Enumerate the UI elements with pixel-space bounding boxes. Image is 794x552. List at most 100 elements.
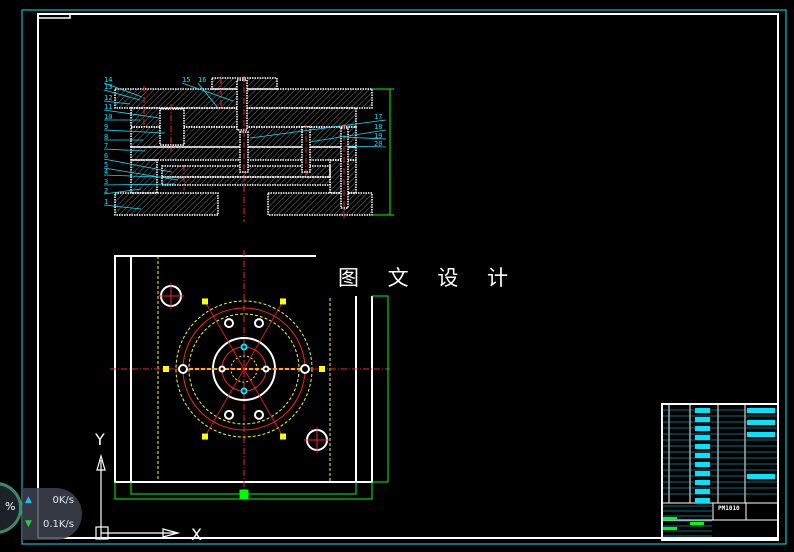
bolt-circle-axis: [243, 368, 282, 435]
leader-line: [181, 82, 234, 102]
title-block-text-mark: [695, 408, 710, 413]
title-block-text-mark: [695, 453, 710, 458]
part-label-16: 16: [198, 76, 206, 84]
bottom-clamp-left: [114, 192, 219, 216]
part-label-7: 7: [104, 142, 108, 150]
screw-hole: [224, 318, 234, 329]
download-row: ▼ 0.1K/s: [22, 514, 82, 538]
upload-speed: 0K/s: [52, 495, 75, 506]
ejector-hole: [240, 343, 248, 351]
title-block-text-mark: [695, 480, 710, 485]
title-block-text-mark: [695, 417, 710, 422]
bolt-circle-axis: [243, 303, 282, 370]
part-label-20: 20: [374, 140, 382, 148]
title-block-text-mark: [747, 420, 775, 425]
part-label-8: 8: [104, 133, 108, 141]
network-speed-widget[interactable]: ▲ 0K/s ▼ 0.1K/s: [22, 488, 82, 540]
part-label-2: 2: [104, 187, 108, 195]
title-block-fill: [663, 517, 677, 520]
ejector-hole: [262, 365, 270, 373]
title-block-text-mark: [695, 462, 710, 467]
screw-hole: [224, 409, 234, 420]
leader-line: [342, 136, 387, 140]
leader-line: [103, 188, 142, 195]
part-label-19: 19: [374, 132, 382, 140]
outer-frame: [21, 9, 787, 545]
part-label-12: 12: [104, 94, 112, 102]
part-label-10: 10: [104, 113, 112, 121]
leader-line: [103, 109, 161, 119]
title-block-code: PM1010: [718, 505, 740, 512]
leader-line: [344, 145, 387, 148]
arrow-down-icon: ▼: [25, 519, 32, 529]
title-block: [661, 403, 779, 541]
hole-label-mark: [280, 298, 286, 305]
part-label-11: 11: [104, 103, 112, 111]
part-label-15: 15: [182, 76, 190, 84]
leader-line: [103, 89, 141, 101]
hole-label-mark: [280, 433, 286, 440]
ejector-hole: [240, 387, 248, 395]
ucs-x-label: X: [191, 525, 202, 544]
border-tab: [38, 14, 71, 19]
ejector-plate: [161, 176, 331, 186]
part-label-9: 9: [104, 123, 108, 131]
watermark: 图 文 设 计: [338, 266, 520, 290]
section-centerlines: [143, 76, 345, 222]
leader-line: [103, 100, 131, 105]
gauge-percent: %: [5, 500, 16, 513]
title-block-text-mark: [695, 435, 710, 440]
leader-line: [103, 148, 146, 152]
ucs-icon: Y X: [94, 430, 202, 544]
leader-line: [249, 119, 387, 139]
leader-line: [103, 158, 173, 173]
screw-hole: [178, 364, 188, 374]
screw-hole: [254, 318, 264, 329]
part-label-18: 18: [374, 123, 382, 131]
bottom-clamp-right: [267, 192, 373, 216]
screw-hole: [300, 364, 310, 374]
arrow-up-icon: ▲: [25, 495, 32, 505]
leader-line: [197, 82, 219, 109]
part-label-1: 1: [104, 198, 108, 206]
part-label-4: 4: [104, 168, 108, 176]
title-block-text-mark: [747, 408, 775, 413]
ejector-hole: [218, 365, 226, 373]
leader-line: [103, 167, 179, 181]
title-block-text-mark: [695, 498, 710, 503]
hole-label-mark: [319, 366, 325, 372]
title-block-text-mark: [747, 432, 775, 437]
hole-label-mark: [163, 366, 169, 372]
title-block-fill: [663, 527, 677, 530]
drawing-border: [37, 13, 779, 539]
title-block-text-mark: [747, 474, 775, 479]
leader-line: [308, 129, 387, 143]
title-block-text-mark: [695, 444, 710, 449]
ucs-y-label: Y: [94, 430, 105, 449]
part-label-14: 14: [104, 76, 112, 84]
leader-line: [103, 174, 185, 179]
title-block-text-mark: [695, 489, 710, 494]
leader-line: [103, 129, 166, 134]
title-block-text-mark: [695, 426, 710, 431]
overall-height-dimension: [372, 88, 394, 216]
cavity-insert: [159, 108, 185, 146]
bolt-circle-axis: [206, 303, 245, 370]
part-label-17: 17: [374, 113, 382, 121]
download-speed: 0.1K/s: [42, 519, 74, 530]
title-block-fill: [690, 522, 704, 525]
part-label-5: 5: [104, 161, 108, 169]
plan-view: [110, 250, 390, 500]
part-label-13: 13: [104, 83, 112, 91]
hole-label-mark: [202, 298, 208, 305]
leader-lines: [103, 82, 387, 210]
title-block-text-mark: [695, 471, 710, 476]
part-label-3: 3: [104, 178, 108, 186]
leader-line: [103, 204, 142, 210]
upload-row: ▲ 0K/s: [22, 490, 82, 514]
leader-line: [103, 82, 143, 98]
screw-hole: [254, 409, 264, 420]
sprue-channel: [236, 79, 248, 131]
